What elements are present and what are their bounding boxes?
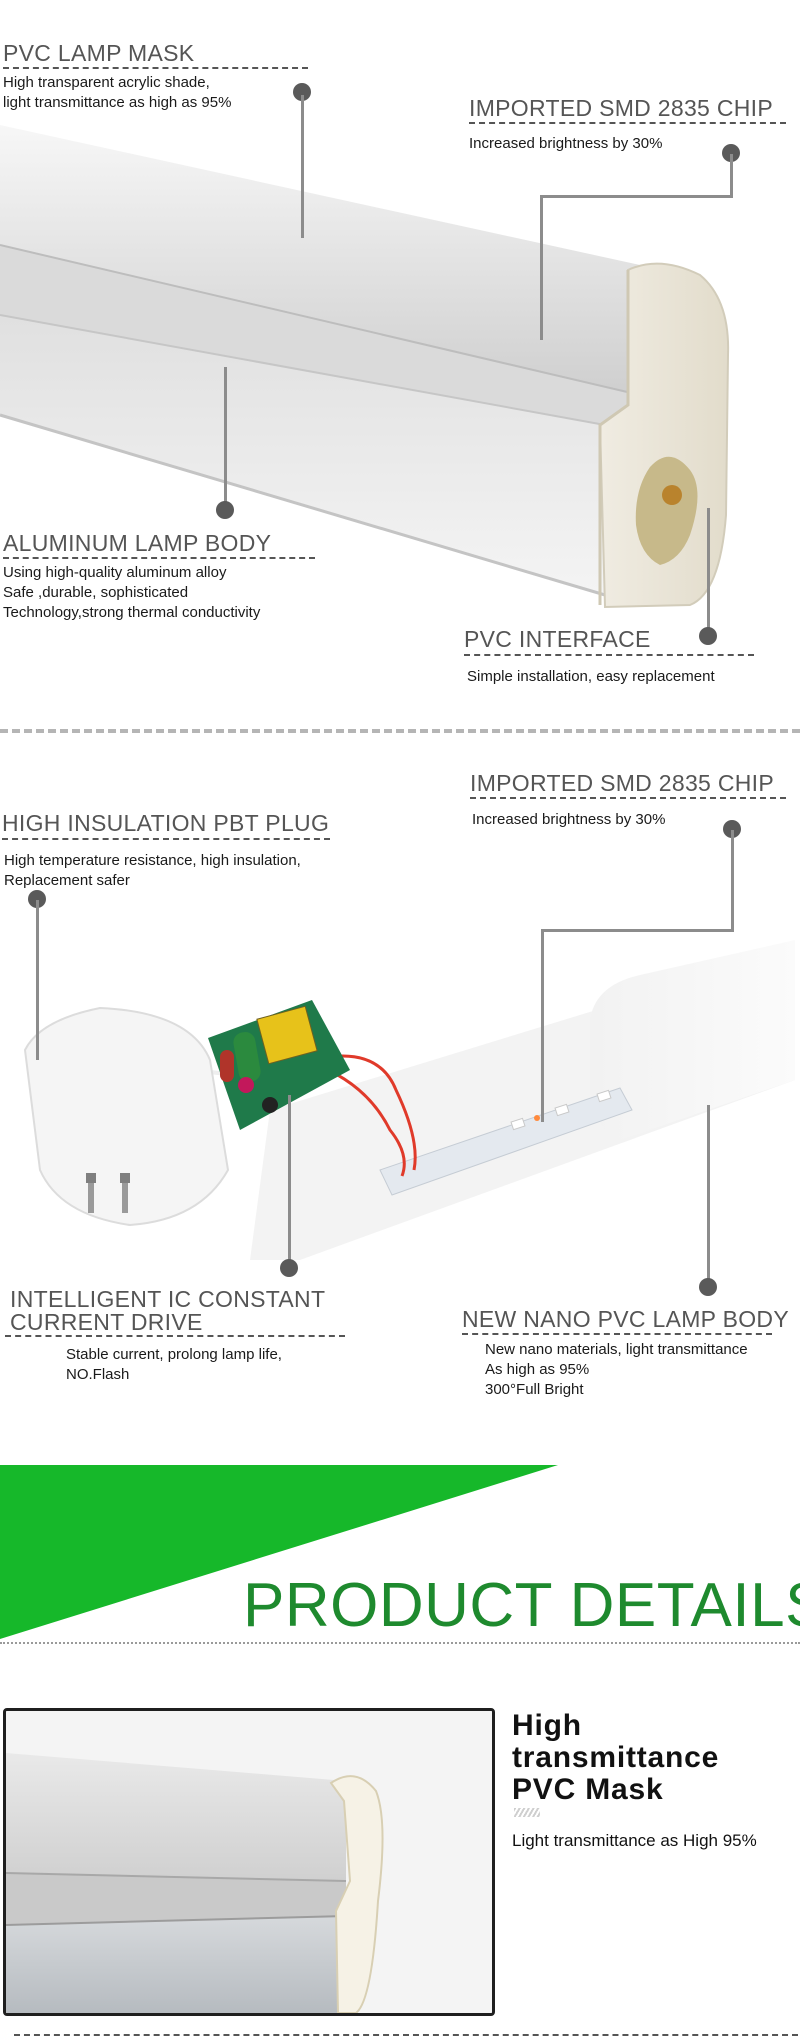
ic-drive-leader-line [288,1095,291,1267]
nano-body-leader-line [707,1105,710,1288]
green-banner-triangle [0,1465,558,1639]
ic-drive-heading-1: INTELLIGENT IC CONSTANT [10,1286,326,1312]
led-tube-illustration [0,125,730,609]
aluminum-body-desc-3: Technology,strong thermal conductivity [3,604,261,621]
pbt-plug-desc-2: Replacement safer [4,872,130,889]
pvc-interface-pointer-dot [699,627,717,645]
pvc-lamp-mask-heading: PVC LAMP MASK [3,40,195,66]
pvc-mask-pointer-dot [293,83,311,101]
ic-drive-pointer-dot [280,1259,298,1277]
smd-chip-leader-horizontal-2 [541,929,734,932]
nano-body-desc-3: 300°Full Bright [485,1381,584,1398]
pvc-lamp-mask-desc-2: light transmittance as high as 95% [3,94,232,111]
smd-chip-leader-horizontal [540,195,733,198]
nano-body-desc-2: As high as 95% [485,1361,590,1378]
aluminum-body-desc-1: Using high-quality aluminum alloy [3,564,227,581]
smd-chip-desc: Increased brightness by 30% [469,135,663,152]
smd-chip-leader-drop [540,195,543,340]
aluminum-body-pointer-dot [216,501,234,519]
bottom-dashed-rule [14,2034,798,2036]
detail-title-1: High [512,1709,582,1742]
pvc-lamp-mask-dashes [3,67,308,69]
led-tube-components-illustration [23,940,795,1260]
aluminum-body-leader-line [224,367,227,510]
detail-accent-stripes [514,1808,540,1817]
pbt-plug-pointer-dot [28,890,46,908]
pvc-lamp-mask-desc-1: High transparent acrylic shade, [3,74,210,91]
section-divider [0,729,800,733]
nano-body-heading: NEW NANO PVC LAMP BODY [462,1306,789,1332]
pbt-plug-dashes [2,838,330,840]
aluminum-body-dashes [3,557,315,559]
product-details-title: PRODUCT DETAILS [243,1571,800,1640]
aluminum-body-heading: ALUMINUM LAMP BODY [3,530,272,556]
banner-dotted-rule [0,1642,800,1644]
nano-body-desc-1: New nano materials, light transmittance [485,1341,748,1358]
smd-chip-leader-drop-2 [541,929,544,1122]
smd-chip-desc-2: Increased brightness by 30% [472,811,666,828]
smd-chip-pointer-dot [722,144,740,162]
smd-chip-leader-vertical-2 [731,830,734,930]
smd-chip-dashes [469,122,786,124]
pvc-interface-dashes [464,654,754,656]
ic-drive-desc-2: NO.Flash [66,1366,130,1383]
pbt-plug-desc-1: High temperature resistance, high insula… [4,852,301,869]
ic-drive-heading-2: CURRENT DRIVE [10,1309,203,1335]
detail-title-3: PVC Mask [512,1773,664,1806]
aluminum-body-desc-2: Safe ,durable, sophisticated [3,584,189,601]
smd-chip-leader-vertical [730,154,733,196]
detail-photo [3,1708,495,2016]
pvc-mask-leader-line [301,95,304,238]
smd-chip-dashes-2 [470,797,786,799]
pbt-plug-heading: HIGH INSULATION PBT PLUG [2,810,330,836]
nano-body-dashes [462,1333,772,1335]
smd-chip-heading-2: IMPORTED SMD 2835 CHIP [470,770,774,796]
pvc-interface-heading: PVC INTERFACE [464,626,651,652]
pvc-interface-desc: Simple installation, easy replacement [467,668,715,685]
smd-chip-pointer-dot-2 [723,820,741,838]
nano-body-pointer-dot [699,1278,717,1296]
detail-title-2: transmittance [512,1741,720,1774]
pvc-interface-leader-line [707,508,710,638]
smd-chip-heading: IMPORTED SMD 2835 CHIP [469,95,773,121]
pbt-plug-leader-line [36,900,39,1060]
detail-subtitle: Light transmittance as High 95% [512,1831,757,1850]
ic-drive-dashes [5,1335,345,1337]
ic-drive-desc-1: Stable current, prolong lamp life, [66,1346,282,1363]
